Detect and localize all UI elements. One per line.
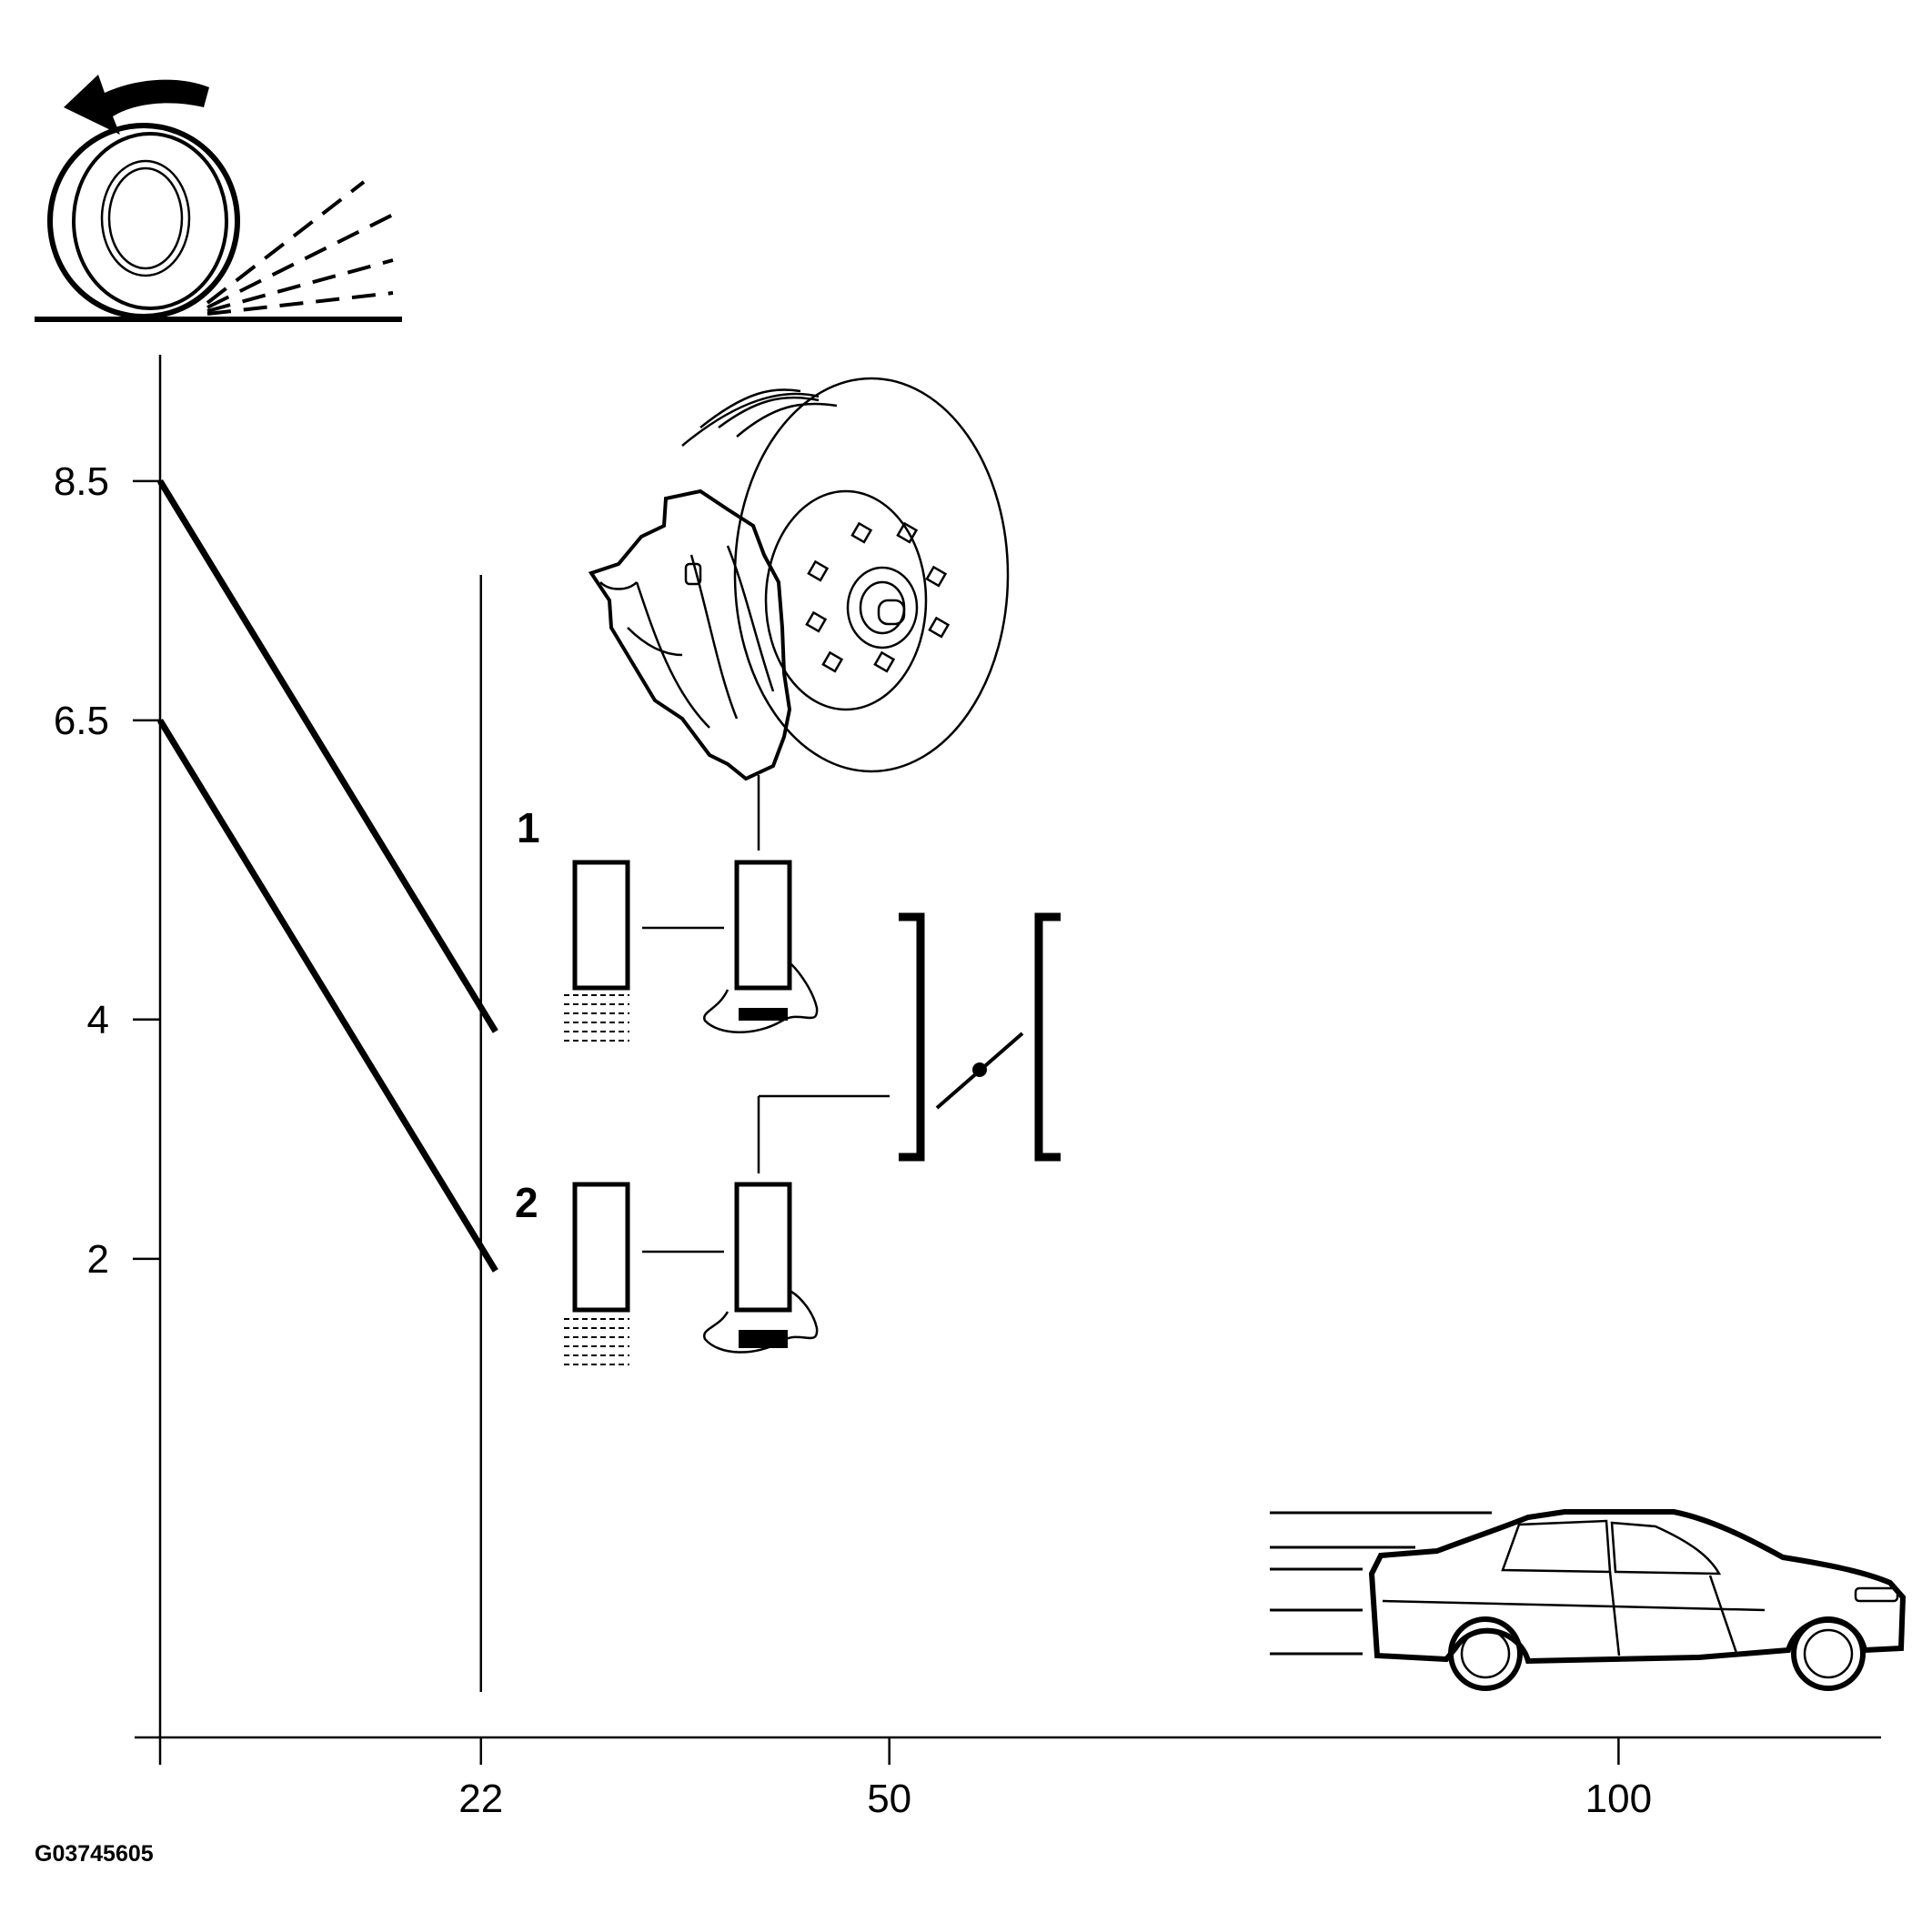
callout-label-2: 2 [515, 1179, 538, 1226]
brake-pad-icon [564, 775, 819, 1042]
y-tick-label-2: 4 [87, 998, 109, 1042]
figure-id: G03745605 [35, 1841, 154, 1867]
y-tick-label-0: 8.5 [54, 459, 109, 504]
wheel-spin-icon [35, 75, 402, 322]
series-group [157, 479, 498, 1273]
car-icon [1270, 1509, 1907, 1691]
y-tick-label-1: 6.5 [54, 699, 109, 743]
brake-disc-icon [588, 377, 1010, 781]
callout-label-1: 1 [517, 804, 540, 851]
open-switch-icon [899, 912, 1061, 1162]
x-ticks: 22 50 100 [158, 1737, 1652, 1821]
y-ticks: 8.5 6.5 4 2 [54, 459, 160, 1282]
x-tick-label-2: 100 [1585, 1777, 1652, 1821]
series-line-2 [157, 719, 498, 1273]
series-line-1 [157, 479, 498, 1033]
x-tick-label-0: 22 [458, 1777, 503, 1821]
brake-pad-icon [564, 1094, 890, 1365]
x-tick-label-1: 50 [867, 1777, 911, 1821]
y-tick-label-3: 2 [87, 1237, 109, 1282]
